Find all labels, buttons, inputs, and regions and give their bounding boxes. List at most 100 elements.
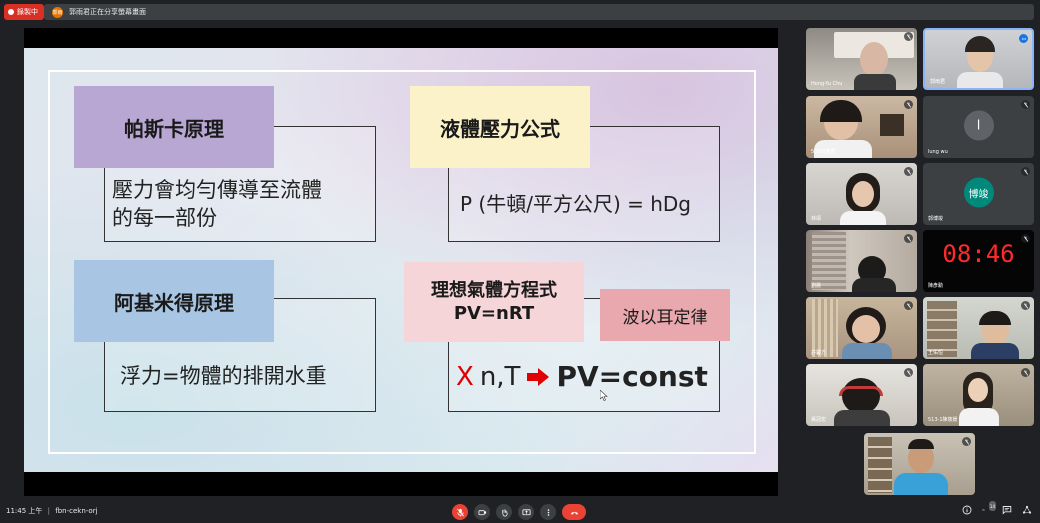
participant-name: 劉晨 (811, 283, 822, 289)
participant-tile[interactable]: 許馨方 (806, 297, 917, 359)
more-options-icon[interactable] (1019, 34, 1028, 43)
participant-tile[interactable]: 劉晨 (806, 230, 917, 292)
participant-hair (842, 378, 880, 414)
boyle-law-label: 波以耳定律 (600, 289, 730, 341)
mic-off-icon (456, 508, 464, 517)
meeting-info: 11:45 上午 | fbn-cekn-orj (6, 506, 98, 516)
meeting-details-button[interactable] (962, 505, 972, 515)
participant-name: 513-1陳筱媛 (928, 417, 958, 423)
participant-tile[interactable]: 513-1陳筱媛 (923, 364, 1034, 426)
participant-name: 郭博竣 (928, 216, 944, 222)
mic-off-icon (962, 437, 971, 446)
participant-name: 陳彥勳 (928, 283, 944, 289)
constant-vars: n,T (479, 361, 521, 392)
participant-tile[interactable]: 林頌 (806, 163, 917, 225)
participant-tile[interactable]: 王佑恒 (923, 297, 1034, 359)
meeting-code: fbn-cekn-orj (55, 507, 98, 515)
mic-toggle-button[interactable] (452, 504, 468, 520)
pascal-body: 壓力會均勻傳導至流體 的每一部份 (112, 176, 322, 232)
participant-name: 505林雨萱 (811, 149, 836, 155)
presenter-avatar: 郭雨 (52, 6, 63, 18)
ideal-gas-title-line1: 理想氣體方程式 (431, 280, 557, 301)
raise-hand-button[interactable] (496, 504, 512, 520)
wall-picture (880, 114, 904, 136)
presentation-slide: 帕斯卡原理 壓力會均勻傳導至流體 的每一部份 液體壓力公式 P (牛頓/平方公尺… (24, 48, 778, 472)
background-curtain (812, 299, 838, 357)
recording-label: 錄製中 (17, 8, 38, 16)
participant-body (894, 473, 948, 495)
ideal-gas-title: 理想氣體方程式 PV=nRT (404, 262, 584, 342)
archimedes-title: 阿基米得原理 (74, 260, 274, 342)
boyle-formula: X n,T PV=const (456, 360, 708, 393)
participant-tile[interactable]: Hong-Yu Chu (806, 28, 917, 90)
participant-name: Hong-Yu Chu (811, 81, 843, 87)
participant-tile[interactable]: 505林雨萱 (806, 96, 917, 158)
side-panel-buttons: 14 (962, 501, 1032, 515)
hand-icon (501, 508, 508, 516)
bookshelf (868, 437, 892, 493)
slide-frame (48, 70, 756, 454)
participant-name: lung wu (928, 149, 948, 155)
more-options-button[interactable] (540, 504, 556, 520)
participant-face (852, 315, 880, 343)
bookshelf (927, 301, 957, 357)
mic-off-icon (904, 167, 913, 176)
participant-body (842, 343, 892, 359)
window-blinds (812, 232, 846, 290)
people-icon (982, 508, 985, 512)
participant-name: 林頌 (811, 216, 822, 222)
participant-tile-self[interactable] (864, 433, 975, 495)
participant-avatar: 博竣 (963, 177, 994, 208)
mic-off-icon (904, 301, 913, 310)
participant-face (860, 42, 888, 76)
participant-name: 許馨方 (811, 350, 827, 356)
activities-icon (1022, 505, 1032, 514)
mic-off-icon (1021, 234, 1030, 243)
mic-off-icon (904, 32, 913, 41)
people-button[interactable]: 14 (982, 501, 996, 515)
participant-body (971, 343, 1019, 359)
camera-toggle-button[interactable] (474, 504, 490, 520)
record-dot-icon (8, 9, 14, 15)
participant-hair (965, 36, 995, 52)
mouse-cursor-icon (600, 390, 608, 401)
top-bar: 錄製中 郭雨 郭雨君正在分享螢幕畫面 (0, 0, 1040, 24)
present-screen-button[interactable] (518, 504, 534, 520)
liquid-pressure-body: P (牛頓/平方公尺) = hDg (460, 192, 692, 216)
participant-hair (979, 311, 1011, 325)
participant-tile[interactable]: 08:46 陳彥勳 (923, 230, 1034, 292)
boyle-result: PV=const (556, 360, 708, 393)
leave-call-button[interactable] (562, 504, 586, 520)
current-time: 11:45 上午 (6, 507, 43, 515)
mic-off-icon (904, 368, 913, 377)
chat-button[interactable] (1002, 505, 1012, 515)
liquid-pressure-title: 液體壓力公式 (410, 86, 590, 168)
participant-tile[interactable]: l lung wu (923, 96, 1034, 158)
arrow-right-icon (527, 367, 550, 386)
activities-button[interactable] (1022, 505, 1032, 515)
participant-tile[interactable]: 黃冠宏 (806, 364, 917, 426)
cross-mark: X (456, 361, 474, 392)
recording-badge[interactable]: 錄製中 (4, 4, 44, 20)
participant-avatar: l (963, 110, 994, 141)
participant-name: 王佑恒 (928, 350, 944, 356)
participant-tile-active[interactable]: 郭雨君 (923, 28, 1034, 90)
participant-name: 黃冠宏 (811, 417, 827, 423)
mic-off-icon (1021, 100, 1030, 109)
mic-off-icon (1021, 301, 1030, 310)
pascal-title: 帕斯卡原理 (74, 86, 274, 168)
present-screen-icon (521, 508, 531, 515)
pascal-body-line2: 的每一部份 (112, 206, 217, 230)
more-vert-icon (547, 508, 549, 516)
participant-hair (820, 100, 862, 122)
chat-icon (1002, 506, 1012, 515)
mic-off-icon (1021, 368, 1030, 377)
bottom-bar: 11:45 上午 | fbn-cekn-orj 14 (0, 500, 1040, 523)
screen-share-banner: 郭雨 郭雨君正在分享螢幕畫面 (44, 4, 1034, 20)
people-count-badge: 14 (988, 501, 996, 511)
participant-body (814, 140, 872, 158)
participant-hair (908, 439, 934, 449)
participant-tile[interactable]: 博竣 郭博竣 (923, 163, 1034, 225)
ideal-gas-title-line2: PV=nRT (453, 303, 535, 324)
presenter-notice: 郭雨君正在分享螢幕畫面 (69, 8, 146, 16)
